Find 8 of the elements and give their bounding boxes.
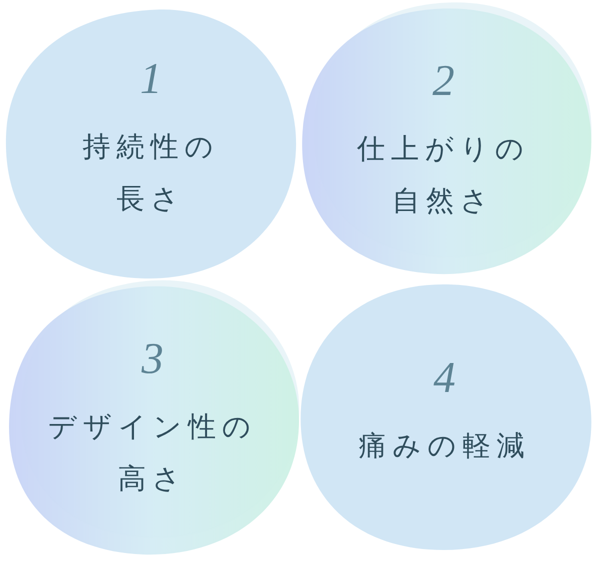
step-number: 2: [432, 58, 454, 102]
feature-label: 仕上がりの自然さ: [356, 130, 531, 218]
feature-label: 持続性の長さ: [82, 129, 220, 217]
feature-label: デザイン性の高さ: [47, 408, 258, 496]
step-number: 4: [434, 356, 456, 400]
feature-label: 痛みの軽減: [358, 428, 532, 464]
step-number: 3: [142, 336, 164, 380]
step-number: 1: [140, 57, 162, 101]
